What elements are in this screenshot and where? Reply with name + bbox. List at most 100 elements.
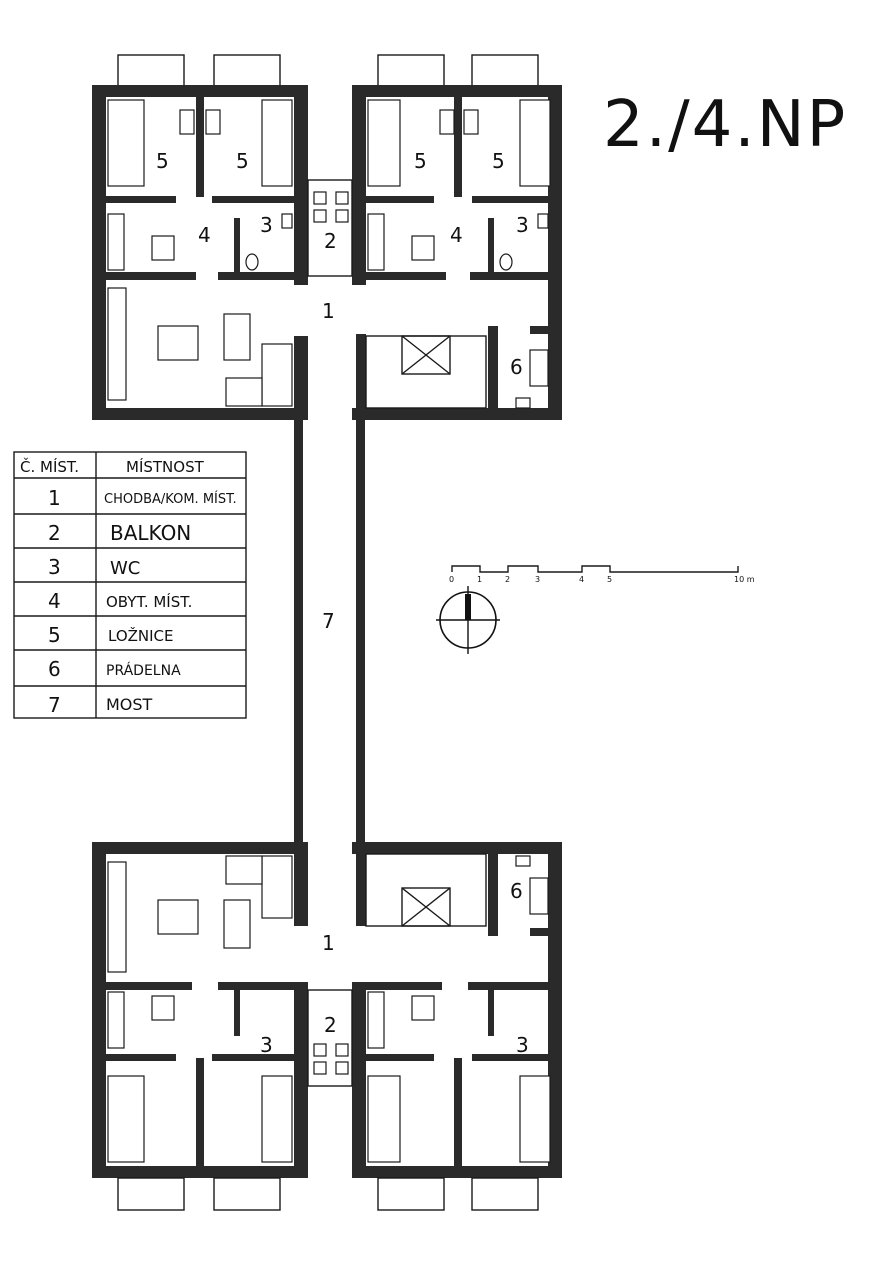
wall — [92, 842, 308, 854]
room-label: 5 — [492, 149, 505, 173]
chair — [335, 1061, 349, 1075]
wall — [548, 842, 562, 982]
coffee-table — [223, 313, 251, 361]
wall — [218, 982, 308, 990]
wall — [454, 1058, 462, 1168]
coffee-table — [223, 899, 251, 949]
bed — [107, 99, 145, 187]
room-label: 6 — [510, 879, 523, 903]
table — [411, 235, 435, 261]
lift-cross — [401, 887, 451, 927]
desk — [439, 109, 455, 135]
room-label: 3 — [260, 1033, 273, 1057]
chair — [313, 191, 327, 205]
legend-row-name: WC — [110, 558, 140, 579]
scale-tick: 3 — [535, 575, 540, 584]
wall — [106, 196, 176, 203]
wall — [212, 196, 294, 203]
scale-tick: 2 — [505, 575, 510, 584]
kitchen-line — [107, 287, 127, 401]
wall — [352, 1166, 562, 1178]
room-label: 1 — [322, 299, 335, 323]
balcony-bottom-3 — [377, 1177, 445, 1211]
bed — [107, 1075, 145, 1163]
legend-row-name: LOŽNICE — [108, 626, 174, 645]
sofa — [261, 855, 293, 919]
wall — [488, 842, 498, 936]
wall — [92, 408, 308, 420]
sink — [515, 397, 531, 409]
legend-row-number: 3 — [48, 555, 61, 579]
chair — [313, 209, 327, 223]
lift-shaft — [401, 335, 451, 375]
sofa — [225, 855, 263, 885]
legend-row-number: 7 — [48, 693, 61, 717]
scale-tick: 4 — [579, 575, 584, 584]
table — [411, 995, 435, 1021]
wall — [212, 1054, 294, 1061]
room-label: 6 — [510, 355, 523, 379]
bridge — [294, 420, 365, 844]
wall — [472, 1054, 548, 1061]
toilet — [499, 253, 513, 271]
room-label: 2 — [324, 1013, 337, 1037]
staircase — [365, 335, 487, 409]
legend-header-name: MÍSTNOST — [126, 457, 205, 476]
staircase — [365, 853, 487, 927]
wall — [92, 85, 106, 285]
balcony-center-top — [307, 179, 353, 277]
wall — [106, 272, 196, 280]
wall — [92, 982, 106, 1178]
desk — [463, 109, 479, 135]
room-label: 5 — [156, 149, 169, 173]
scale-tick: 0 — [449, 575, 454, 584]
wall — [352, 85, 366, 285]
top-block — [92, 54, 562, 420]
wall — [218, 272, 308, 280]
wall — [294, 336, 308, 420]
room-label: 3 — [260, 213, 273, 237]
kitchen-counter — [107, 213, 125, 271]
washing-machine — [529, 349, 549, 387]
desk — [205, 109, 221, 135]
toilet — [245, 253, 259, 271]
sofa — [261, 343, 293, 407]
wall — [92, 1166, 307, 1178]
legend-row-number: 1 — [48, 486, 61, 510]
chair — [335, 209, 349, 223]
washing-machine — [529, 877, 549, 915]
wall — [548, 982, 562, 1178]
bed — [367, 99, 401, 187]
sink — [515, 855, 531, 867]
wall — [196, 1058, 204, 1168]
scale-tick: 1 — [477, 575, 482, 584]
sink — [281, 213, 293, 229]
legend-row-number: 2 — [48, 521, 61, 545]
wall — [234, 218, 240, 274]
legend-row-name: BALKON — [110, 521, 191, 545]
wall — [294, 85, 308, 285]
legend-row-name: CHODBA/KOM. MÍST. — [104, 491, 237, 507]
wall — [472, 196, 548, 203]
scale-tick: 5 — [607, 575, 612, 584]
north-arrow-icon — [436, 586, 500, 654]
bridge-wall-right — [356, 420, 365, 844]
balcony-bottom-2 — [213, 1177, 281, 1211]
room-label: 4 — [450, 223, 463, 247]
room-label: 1 — [322, 931, 335, 955]
bottom-block — [92, 842, 562, 1211]
wall — [92, 842, 106, 982]
legend-row-name: OBYT. MÍST. — [106, 592, 192, 611]
room-label: 5 — [414, 149, 427, 173]
kitchen-counter — [107, 991, 125, 1049]
wall — [548, 280, 562, 420]
legend-header-number: Č. MÍST. — [20, 457, 79, 476]
dining-table — [157, 325, 199, 361]
wall — [548, 85, 562, 285]
bed — [367, 1075, 401, 1163]
wall — [92, 85, 307, 97]
wall — [488, 218, 494, 274]
wall — [366, 1054, 434, 1061]
balcony-top-3 — [377, 54, 445, 88]
